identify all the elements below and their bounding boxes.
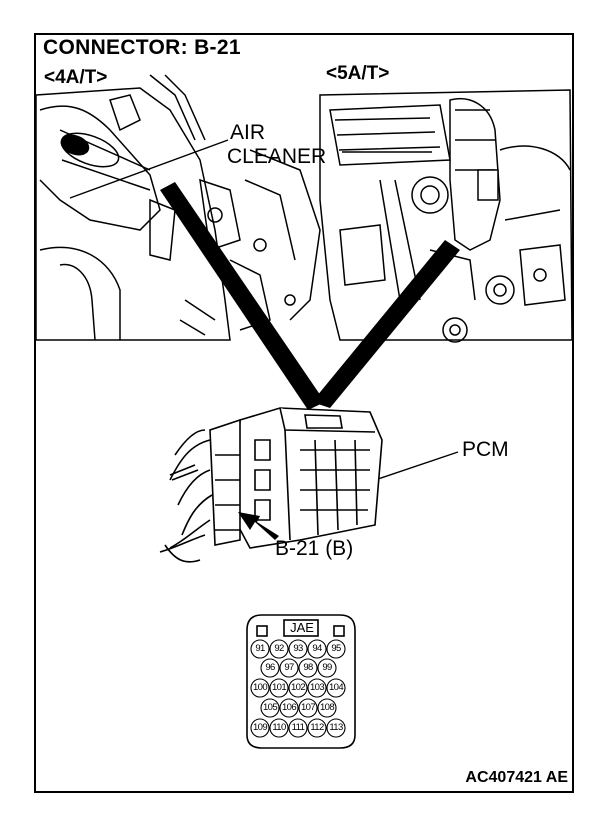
- pin-label: 93: [293, 643, 303, 654]
- pin-label: 100: [252, 682, 268, 693]
- left-engine-view: [35, 74, 321, 341]
- pin-label: 94: [312, 643, 322, 654]
- connector-title: CONNECTOR: B-21: [43, 36, 241, 59]
- pin-label: 95: [331, 643, 341, 654]
- pin-label: 113: [329, 722, 343, 733]
- leader-pcm: [374, 451, 459, 481]
- pin-label: 109: [252, 722, 268, 733]
- pin-label: 99: [322, 662, 332, 673]
- pin-label: 108: [319, 702, 335, 713]
- callout-air-cleaner-line2: CLEANER: [227, 145, 327, 168]
- pin-label: 98: [303, 662, 313, 673]
- wire-harness: [159, 429, 213, 563]
- pin-label: 91: [255, 643, 265, 654]
- figure-code: AC407421 AE: [465, 769, 568, 786]
- callout-pcm: PCM: [462, 438, 509, 461]
- callout-air-cleaner-line1: AIR: [230, 121, 266, 144]
- diagram-frame: [34, 33, 574, 793]
- arrow-right: [312, 240, 460, 408]
- pin-label: 92: [274, 643, 284, 654]
- pin-label: 105: [262, 702, 278, 713]
- view-label-5at: <5A/T>: [326, 63, 390, 84]
- pin-label: 102: [290, 682, 306, 693]
- view-label-4at: <4A/T>: [44, 67, 108, 88]
- pin-label: 112: [310, 722, 324, 733]
- pin-label: 106: [281, 702, 297, 713]
- connector-manufacturer-label: JAE: [290, 620, 314, 635]
- pin-label: 107: [300, 702, 316, 713]
- pin-label: 111: [291, 722, 305, 733]
- pin-label: 104: [328, 682, 344, 693]
- connector-pointer-arrow: [238, 512, 279, 540]
- pin-label: 96: [265, 662, 275, 673]
- leader-air-cleaner-left: [69, 139, 229, 199]
- pin-label: 97: [284, 662, 294, 673]
- callout-connector-b21: B-21 (B): [275, 537, 354, 560]
- pin-label: 101: [271, 682, 287, 693]
- connector-pins: [250, 639, 346, 738]
- right-engine-view: [319, 89, 573, 343]
- pin-label: 103: [309, 682, 325, 693]
- pin-label: 110: [272, 722, 286, 733]
- arrow-left: [160, 182, 325, 410]
- pcm-unit: [209, 407, 383, 549]
